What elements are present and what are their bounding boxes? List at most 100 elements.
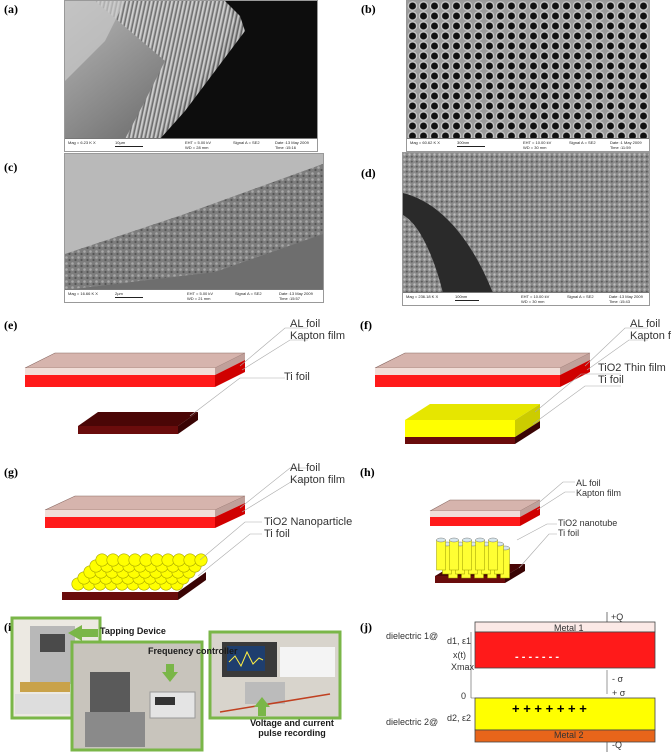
sem-b-mag: Mag = 60.62 K X: [410, 140, 440, 145]
h-kapton-label: Kapton film: [576, 488, 622, 498]
h-kapton-side: [520, 506, 540, 526]
dielectric1-layer: [474, 631, 656, 669]
sem-d-micrograph: [403, 153, 649, 293]
e-kapton-front: [25, 375, 215, 387]
panel-label-c: (c): [4, 160, 18, 174]
e-al-top: [24, 352, 246, 369]
sem-c-signal: Signal A = SE2: [235, 291, 262, 296]
metal2-label: Metal 2: [554, 730, 584, 740]
d1-label: d1, ε1: [447, 636, 472, 646]
layer-diagram-e: [24, 327, 308, 434]
panel-label-e: (e): [4, 318, 18, 332]
f-al-side: [560, 353, 590, 375]
e-ti-side: [178, 412, 198, 434]
sem-d-scale-label: 100nm: [455, 294, 468, 299]
f-kapton-side: [560, 360, 590, 387]
sem-image-c: Mag = 16.66 K X 2µm EHT = 5.00 kV WD = 2…: [64, 153, 324, 303]
sem-b-eht: EHT = 10.00 kV: [523, 140, 552, 145]
sem-a-time: Time :15:16: [275, 145, 296, 150]
h-al-side: [520, 500, 540, 517]
f-tio2-side: [515, 404, 540, 437]
minus-q-label: -Q: [612, 740, 622, 750]
g-al-front: [45, 510, 215, 517]
sem-image-a: Mag = 6.23 K X 10µm EHT = 5.00 kV WD = 2…: [64, 0, 318, 152]
f-al-label: AL foil: [630, 318, 661, 330]
xmax-label: Xmax: [451, 662, 475, 672]
xt-label: x(t): [453, 650, 466, 660]
experimental-setup-photo: [10, 616, 342, 752]
f-kapton-label: Kapton film: [630, 330, 671, 342]
sem-c-time: Time :15:57: [279, 296, 300, 301]
capacitor-model-diagram: [470, 612, 656, 752]
sem-b-footer: Mag = 60.62 K X 300nm EHT = 10.00 kV WD …: [407, 138, 649, 151]
sem-b-time: Time :11:59: [610, 145, 631, 150]
panel-label-i: (i): [4, 620, 16, 634]
sem-d-mag: Mag = 236.18 K X: [406, 294, 439, 299]
tio2-nanotube: [488, 537, 498, 571]
tio2-nanoparticle: [106, 553, 120, 567]
f-tio2-front: [405, 420, 515, 437]
e-kapton-label: Kapton film: [290, 330, 346, 342]
e-ti-front: [78, 426, 178, 434]
h-kapton-front: [430, 517, 520, 526]
voltage-recording-label: Voltage and current pulse recording: [250, 718, 334, 738]
sem-c-eht: EHT = 5.00 kV: [187, 291, 214, 296]
tio2-nanotube: [436, 537, 446, 571]
e-al-side: [215, 353, 245, 375]
sem-d-eht: EHT = 10.00 kV: [521, 294, 550, 299]
minus-sigma-label: - σ: [612, 674, 624, 684]
sem-d-time: Time :15:43: [609, 299, 630, 304]
tio2-nanoparticle: [139, 553, 153, 567]
f-ti-side: [515, 421, 540, 444]
tio2-nanoparticle: [172, 553, 186, 567]
sem-b-scale-bar: [457, 146, 485, 147]
d2-label: d2, ε2: [447, 713, 472, 723]
layer-diagram-h: [429, 481, 575, 583]
h-al-label: AL foil: [576, 478, 601, 488]
f-al-front: [375, 368, 560, 375]
g-tio2-label: TiO2 Nanoparticle: [264, 516, 353, 528]
tio2-nanoparticle: [95, 553, 109, 567]
sem-b-micrograph: [407, 1, 649, 139]
g-ti-label: Ti foil: [264, 528, 290, 540]
g-kapton-label: Kapton film: [290, 474, 346, 486]
e-ti-label: Ti foil: [284, 371, 310, 383]
h-tio2-label: TiO2 nanotube: [558, 518, 618, 528]
panel-label-f: (f): [360, 318, 372, 332]
frequency-controller-label: Frequency controller: [148, 646, 238, 656]
tio2-nanoparticle: [117, 553, 131, 567]
panel-label-b: (b): [361, 2, 376, 16]
plus-q-label: +Q: [611, 612, 624, 622]
sem-a-signal: Signal A = SE2: [233, 140, 260, 145]
f-al-top: [374, 352, 591, 369]
metal1-label: Metal 1: [554, 623, 584, 633]
sem-c-footer: Mag = 16.66 K X 2µm EHT = 5.00 kV WD = 2…: [65, 289, 323, 302]
sem-c-wd: WD = 21 mm: [187, 296, 211, 301]
sem-b-scale-label: 300nm: [457, 140, 470, 145]
panel-label-j: (j): [360, 620, 372, 634]
panel-label-h: (h): [360, 465, 375, 479]
sem-a-wd: WD = 28 mm: [185, 145, 209, 150]
sem-image-d: Mag = 236.18 K X 100nm EHT = 10.00 kV WD…: [402, 152, 650, 306]
arrow-tapping: [68, 625, 98, 641]
sem-a-scale-bar: [115, 146, 143, 147]
sem-a-eht: EHT = 5.00 kV: [185, 140, 212, 145]
g-ti-front: [62, 592, 178, 600]
g-kapton-side: [215, 503, 245, 528]
g-nanoparticle-spheres: [71, 553, 208, 591]
tio2-nanoparticle: [150, 553, 164, 567]
sem-image-b: Mag = 60.62 K X 300nm EHT = 10.00 kV WD …: [406, 0, 650, 152]
sem-a-footer: Mag = 6.23 K X 10µm EHT = 5.00 kV WD = 2…: [65, 138, 317, 151]
h-al-front: [430, 511, 520, 517]
g-al-side: [215, 496, 245, 517]
g-ti-side: [178, 572, 206, 600]
layer-diagram-g: [44, 467, 308, 600]
sem-d-wd: WD = 30 mm: [521, 299, 545, 304]
sem-c-scale-label: 2µm: [115, 291, 123, 296]
arrow-voltage: [254, 697, 270, 716]
sem-a-micrograph: [65, 1, 317, 139]
negative-charge-row: - - - - - - -: [515, 651, 559, 663]
h-ti-label: Ti foil: [558, 528, 580, 538]
tio2-nanotube: [475, 537, 485, 571]
f-kapton-front: [375, 375, 560, 387]
